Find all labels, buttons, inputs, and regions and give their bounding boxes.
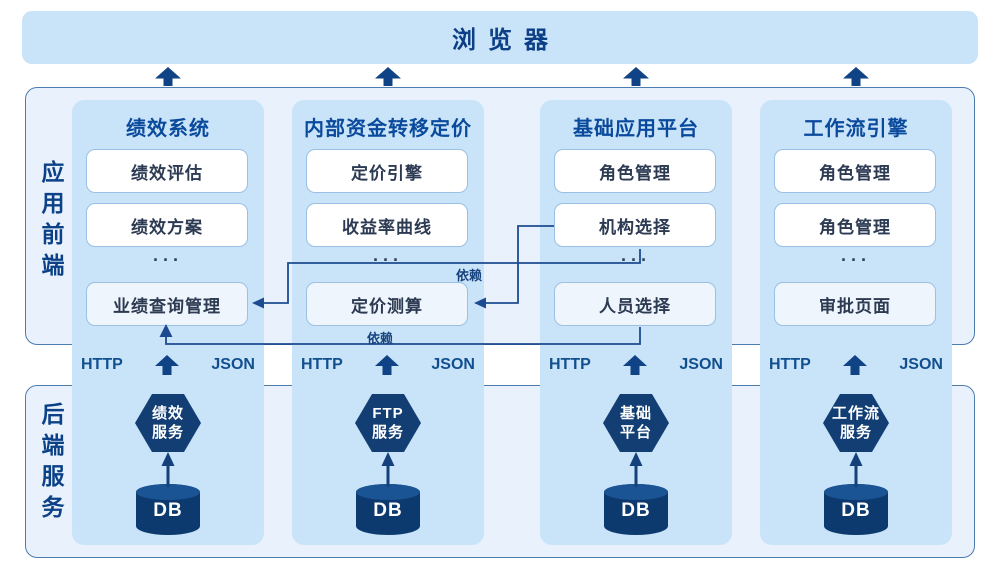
up-arrow-icon (375, 67, 401, 86)
service-hexagon: FTP 服务 (355, 394, 421, 452)
module-box: 绩效评估 (86, 149, 248, 193)
module-box: 定价测算 (306, 282, 468, 326)
service-name: 基础 平台 (603, 394, 669, 452)
dependency-label: 依赖 (366, 331, 393, 346)
browser-label: 浏览器 (452, 27, 560, 54)
module-box: 审批页面 (774, 282, 936, 326)
database-cylinder: DB (356, 484, 420, 536)
module-box: 绩效方案 (86, 203, 248, 247)
module-box: 定价引擎 (306, 149, 468, 193)
service-hexagon: 工作流 服务 (823, 394, 889, 452)
panel-performance-system: 绩效系统 绩效评估 绩效方案 ··· 业绩查询管理 HTTP JSON 绩效 服… (72, 100, 264, 545)
service-line2: 服务 (839, 424, 872, 441)
backend-section-label: 后端服务 (38, 402, 64, 526)
service-line1: FTP (372, 405, 404, 422)
panel-title: 基础应用平台 (573, 118, 699, 140)
up-arrow-icon (623, 355, 648, 375)
service-line1: 基础 (619, 405, 652, 422)
module-box: 业绩查询管理 (86, 282, 248, 326)
module-box: 角色管理 (774, 203, 936, 247)
database-icon (824, 484, 888, 535)
panel-title: 内部资金转移定价 (304, 118, 472, 140)
database-icon (356, 484, 420, 535)
ellipsis: ··· (621, 250, 651, 270)
hexagon-icon (603, 394, 669, 452)
up-arrow-icon (155, 355, 180, 375)
db-label: DB (153, 500, 183, 521)
frontend-section-label: 应用前端 (38, 160, 64, 284)
service-line2: 服务 (151, 424, 184, 441)
database-cylinder: DB (604, 484, 668, 536)
module-box: 角色管理 (774, 149, 936, 193)
service-name: FTP 服务 (355, 394, 421, 452)
module-box: 人员选择 (554, 282, 716, 326)
database-cylinder: DB (824, 484, 888, 536)
browser-bar: 浏览器 (22, 11, 978, 64)
service-line2: 服务 (371, 424, 404, 441)
hexagon-icon (823, 394, 889, 452)
json-label: JSON (679, 356, 723, 373)
db-label: DB (841, 500, 871, 521)
panel-workflow-engine: 工作流引擎 角色管理 角色管理 ··· 审批页面 HTTP JSON 工作流 服… (760, 100, 952, 545)
module-box: 角色管理 (554, 149, 716, 193)
module-box: 机构选择 (554, 203, 716, 247)
http-label: HTTP (769, 356, 811, 373)
service-line2: 平台 (619, 424, 652, 441)
hexagon-icon (355, 394, 421, 452)
database-icon (604, 484, 668, 535)
ellipsis: ··· (841, 250, 871, 270)
panel-base-platform: 基础应用平台 角色管理 机构选择 ··· 人员选择 HTTP JSON 基础 平… (540, 100, 732, 545)
http-label: HTTP (549, 356, 591, 373)
json-label: JSON (431, 356, 475, 373)
up-arrow-icon (843, 67, 869, 86)
up-arrow-icon (623, 67, 649, 86)
up-arrow-icon (375, 355, 400, 375)
database-icon (136, 484, 200, 535)
service-name: 工作流 服务 (823, 394, 889, 452)
transport-row: HTTP JSON (292, 352, 484, 378)
transport-row: HTTP JSON (760, 352, 952, 378)
panel-title: 工作流引擎 (803, 118, 909, 140)
database-cylinder: DB (136, 484, 200, 536)
transport-row: HTTP JSON (540, 352, 732, 378)
hexagon-icon (135, 394, 201, 452)
json-label: JSON (211, 356, 255, 373)
service-hexagon: 绩效 服务 (135, 394, 201, 452)
service-line1: 工作流 (831, 405, 880, 422)
service-hexagon: 基础 平台 (603, 394, 669, 452)
panel-ftp-pricing: 内部资金转移定价 定价引擎 收益率曲线 ··· 定价测算 HTTP JSON F… (292, 100, 484, 545)
http-label: HTTP (301, 356, 343, 373)
module-box: 收益率曲线 (306, 203, 468, 247)
transport-row: HTTP JSON (72, 352, 264, 378)
up-arrow-icon (843, 355, 868, 375)
json-label: JSON (899, 356, 943, 373)
http-label: HTTP (81, 356, 123, 373)
up-arrow-icon (155, 67, 181, 86)
panel-title: 绩效系统 (126, 118, 210, 140)
dependency-label: 依赖 (455, 268, 482, 283)
ellipsis: ··· (153, 250, 183, 270)
db-label: DB (621, 500, 651, 521)
service-name: 绩效 服务 (135, 394, 201, 452)
db-label: DB (373, 500, 403, 521)
service-line1: 绩效 (151, 405, 184, 422)
